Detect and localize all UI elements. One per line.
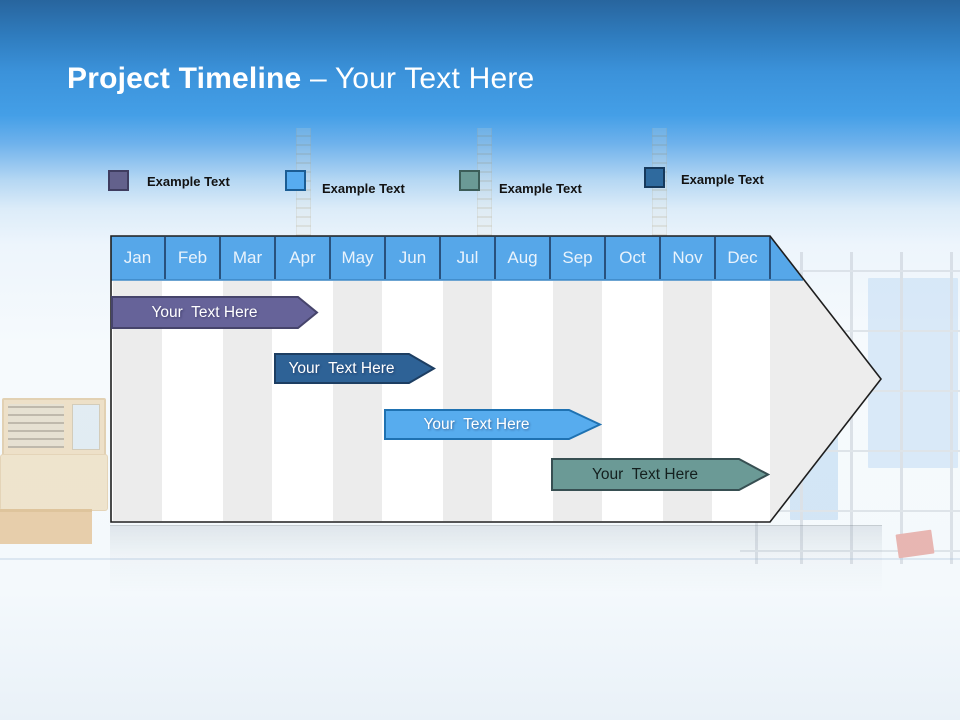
title-bold-text: Project Timeline <box>67 62 310 95</box>
scaffold-rail <box>740 550 960 552</box>
month-jun: Jun <box>398 248 427 267</box>
legend-swatch-lightblue <box>285 170 306 191</box>
bulldozer-window <box>72 404 100 450</box>
column-stripe <box>443 281 492 521</box>
project-timeline: Jan Feb Mar Apr May Jun Jul Aug Sep Oct … <box>110 235 883 523</box>
month-nov: Nov <box>672 248 703 267</box>
legend-swatch-purple <box>108 170 129 191</box>
month-mar: Mar <box>232 248 263 267</box>
bar-arrow-shape <box>111 296 319 329</box>
month-feb: Feb <box>177 248 208 267</box>
floor-line <box>0 558 960 560</box>
month-jan: Jan <box>123 248 152 267</box>
arrow-outline <box>110 235 883 523</box>
bar-label: Your Text Here <box>423 415 530 433</box>
legend-label: Example Text <box>322 181 405 196</box>
scaffold-rail <box>740 330 960 332</box>
month-sep: Sep <box>562 248 593 267</box>
legend-swatch-teal <box>459 170 480 191</box>
scaffold-pole <box>950 252 953 564</box>
blue-panel-graphic <box>868 278 958 468</box>
bar-label: Your Text Here <box>592 465 698 483</box>
month-dec: Dec <box>727 248 758 267</box>
month-oct: Oct <box>619 248 646 267</box>
bar-arrow-shape <box>384 409 603 440</box>
scaffold-rail <box>740 510 960 512</box>
scaffold-rail <box>740 270 960 272</box>
scaffold-pole <box>900 252 903 564</box>
red-object-graphic <box>895 529 935 559</box>
month-aug: Aug <box>507 248 538 267</box>
bulldozer-track <box>0 509 92 544</box>
month-may: May <box>341 248 374 267</box>
bulldozer-grille <box>8 404 64 448</box>
column-stripe <box>333 281 382 521</box>
legend-label: Example Text <box>499 181 582 196</box>
bulldozer-cab <box>2 398 106 458</box>
table-reflection <box>110 525 882 592</box>
bulldozer-body <box>0 454 108 511</box>
legend-swatch-steelblue <box>644 167 665 188</box>
month-header-band <box>111 236 804 280</box>
timeline-bar-2: Your Text Here <box>274 353 436 384</box>
bar-label: Your Text Here <box>288 359 395 377</box>
month-jul: Jul <box>456 248 479 267</box>
bulldozer-graphic <box>0 398 112 548</box>
bar-label: Your Text Here <box>151 303 258 321</box>
scaffold-rail <box>740 450 960 452</box>
title-regular-text: – Your Text Here <box>309 62 535 95</box>
month-apr: Apr <box>289 248 316 267</box>
bar-arrow-shape <box>551 458 771 491</box>
page-title: Project Timeline – Your Text Here <box>67 62 867 96</box>
timeline-bar-3: Your Text Here <box>384 409 603 440</box>
bar-arrow-shape <box>274 353 436 384</box>
timeline-bar-1: Your Text Here <box>111 296 319 329</box>
legend-label: Example Text <box>681 172 764 187</box>
month-separators <box>164 237 771 279</box>
legend-label: Example Text <box>147 174 230 189</box>
timeline-bar-4: Your Text Here <box>551 458 771 491</box>
month-header-row: Jan Feb Mar Apr May Jun Jul Aug Sep Oct … <box>110 235 770 280</box>
